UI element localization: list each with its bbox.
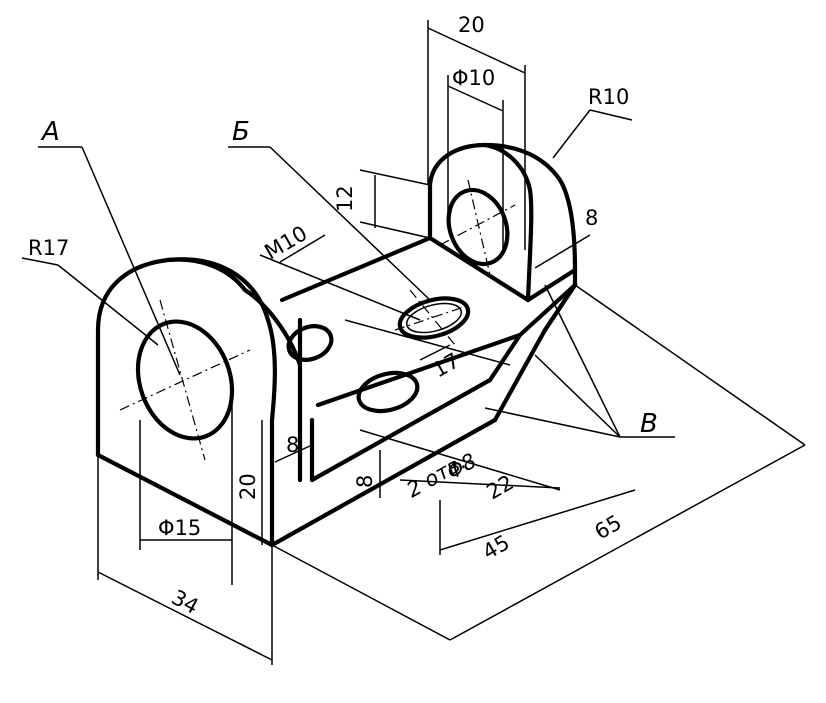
dim-height-12: 12 — [333, 185, 357, 212]
dim-thickness-right: 8 — [585, 206, 598, 230]
view-labels: А Б В — [40, 117, 658, 439]
dim-base-width: 34 — [168, 585, 203, 619]
dim-dist-45: 45 — [479, 530, 514, 564]
dim-radius-small: R10 — [588, 85, 629, 109]
label-v: В — [640, 409, 658, 439]
dim-top-width: 20 — [458, 13, 485, 37]
center-lines — [119, 179, 516, 461]
part-outline — [95, 142, 578, 548]
dim-holes-count: 2 отв. — [403, 449, 471, 502]
dim-radius-large: R17 — [28, 236, 69, 260]
dim-height-20: 20 — [236, 473, 260, 500]
label-a: А — [40, 117, 60, 147]
label-b: Б — [232, 117, 250, 147]
dim-thickness-left: 8 — [286, 433, 299, 457]
dim-hole-dia-left: Φ15 — [158, 516, 201, 540]
dim-base-thickness: 8 — [353, 475, 377, 488]
dimension-lines — [21, 20, 806, 665]
dim-length-65: 65 — [591, 510, 626, 544]
dim-hole-dia-top: Φ10 — [452, 66, 495, 90]
